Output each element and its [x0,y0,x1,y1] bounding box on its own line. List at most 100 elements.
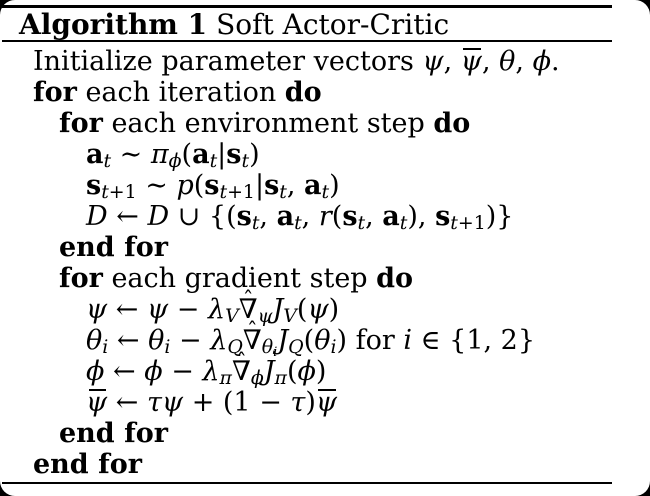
math-text: t [357,212,366,235]
math-text: i [164,336,171,359]
math-text: ϕ [168,150,182,173]
math-text: t [321,181,330,204]
math-text: , [515,46,533,77]
math-text: ψ [257,305,273,328]
subscript: i [102,336,108,358]
math-text: − [170,325,211,356]
math-text: ← [107,201,148,232]
math-text: do [284,77,322,108]
math-text: J [263,356,275,387]
math-text: s [342,201,358,232]
math-text: ← [107,294,147,325]
math-text: D [147,201,170,232]
math-text: s [204,170,220,201]
math-text: t [251,212,260,235]
math-text: + (1 − [183,387,291,418]
subscript: i [330,336,336,358]
math-text: ϕ [250,367,264,390]
math-text: for [33,77,77,108]
math-text: ) [329,170,340,201]
math-text: for [59,263,103,294]
math-text: end for [33,449,142,480]
math-text: t [103,150,112,173]
subscript: i [164,336,170,358]
math-text: π [219,367,232,390]
subscript: Q [227,336,243,358]
subscript: i [273,345,277,360]
math-text: . [550,46,560,77]
math-text: Q [288,336,304,359]
algorithm-title: Soft Actor-Critic [216,8,450,41]
subscript: t [400,212,408,234]
math-text: θ [148,325,165,356]
subscript: π [220,367,232,389]
algo-line-1: Initialize parameter vectors ψ, ψ, θ, ϕ. [0,46,650,77]
subscript: V [283,305,297,327]
math-text: λ [210,325,228,356]
math-text: end for [59,418,168,449]
math-text: t [294,212,302,235]
algo-line-14: end for [0,449,650,480]
math-text: a [304,170,322,201]
math-text: ∼ [136,170,177,201]
math-text: ψ [86,387,108,418]
math-text: t [450,212,458,235]
math-text: ϕ [86,356,105,387]
math-text: ∪ {( [169,201,237,232]
math-text: J [272,294,284,325]
subscript: t [294,212,302,234]
subscript: ϕ [251,367,264,389]
math-text: ( [296,294,308,325]
algo-line-13: end for [0,418,650,449]
math-text: a [86,139,104,170]
math-text: τ [290,387,306,418]
math-text: for [59,108,103,139]
hat-accent: ˆ [246,319,258,345]
math-text: | [254,170,265,201]
subscript: θi [262,336,278,360]
math-text: a [276,201,295,232]
math-text: ψ [315,387,338,418]
math-text: Initialize parameter vectors [33,46,423,77]
math-text: , [365,201,383,232]
nabla-hat-symbol: ˆ∇ [232,350,251,387]
math-text: , [286,170,305,201]
math-text: ) [249,139,260,170]
math-text: i [273,345,278,361]
math-text: λ [202,356,220,387]
math-text: i [403,325,412,356]
math-text: do [433,108,471,139]
math-text: ( [331,201,343,232]
math-text: a [382,201,400,232]
bottom-rule [2,482,612,484]
math-text: , [301,201,319,232]
math-text: J [277,325,289,356]
algo-line-3: for each environment step do [0,108,650,139]
math-text: t [101,181,109,204]
algo-line-8: for each gradient step do [0,263,650,294]
math-text: ψ [146,294,169,325]
subscript: t [241,150,249,172]
math-text: θ [314,325,331,356]
math-text: ϕ [144,356,163,387]
top-rule [2,5,612,8]
math-text: t [399,212,408,235]
math-text: − [168,294,208,325]
math-text: s [236,201,252,232]
math-text: ) for [336,325,404,356]
nabla-hat-symbol: ˆ∇ [239,288,258,325]
math-text: π [274,367,287,390]
math-text: ( [181,139,193,170]
math-text: ← [108,325,149,356]
algo-line-2: for each iteration do [0,77,650,108]
math-text: − [162,356,203,387]
math-text: π [150,139,169,170]
algorithm-label: Algorithm 1 [19,8,208,41]
math-text: t [241,150,250,173]
math-text: +1 [108,181,137,204]
math-text: s [264,170,280,201]
math-text: +1 [457,212,486,235]
math-text: ), [407,201,436,232]
